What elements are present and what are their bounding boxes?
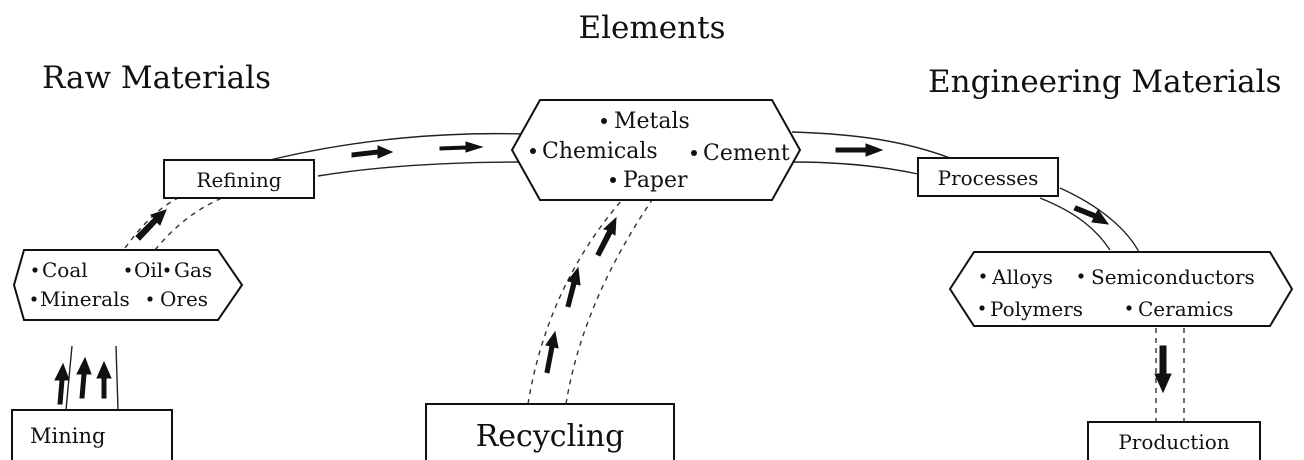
production-box: Production bbox=[1087, 421, 1261, 460]
item-chemicals: Chemicals bbox=[542, 139, 658, 164]
item-coal: Coal bbox=[42, 258, 88, 282]
item-ceramics: Ceramics bbox=[1138, 297, 1233, 321]
processes-label: Processes bbox=[938, 166, 1039, 190]
flow-arrows bbox=[54, 141, 1172, 405]
item-oil: Oil bbox=[134, 258, 163, 282]
heading-raw-materials: Raw Materials bbox=[42, 60, 271, 96]
heading-engineering-materials: Engineering Materials bbox=[928, 64, 1281, 100]
processes-box: Processes bbox=[917, 157, 1059, 197]
flow-bands bbox=[65, 131, 1185, 424]
item-metals: Metals bbox=[614, 109, 690, 134]
elements-node: Metals Chemicals Cement Paper bbox=[510, 99, 802, 201]
item-cement: Cement bbox=[703, 141, 790, 166]
item-alloys: Alloys bbox=[991, 265, 1053, 289]
production-label: Production bbox=[1118, 430, 1229, 454]
recycling-box: Recycling bbox=[425, 403, 675, 460]
item-paper: Paper bbox=[623, 168, 688, 193]
item-semiconductors: Semiconductors bbox=[1091, 265, 1255, 289]
raw-materials-node: Coal Oil Gas Minerals Ores bbox=[12, 249, 244, 321]
item-minerals: Minerals bbox=[40, 287, 130, 311]
mining-box: Mining bbox=[11, 409, 173, 460]
engineering-materials-node: Alloys Semiconductors Polymers Ceramics bbox=[948, 251, 1294, 327]
item-gas: Gas bbox=[174, 258, 212, 282]
mining-label: Mining bbox=[30, 424, 105, 448]
item-ores: Ores bbox=[160, 287, 208, 311]
heading-elements: Elements bbox=[579, 10, 726, 46]
refining-label: Refining bbox=[196, 168, 281, 192]
recycling-label: Recycling bbox=[476, 419, 625, 454]
refining-box: Refining bbox=[163, 159, 315, 199]
item-polymers: Polymers bbox=[990, 297, 1083, 321]
